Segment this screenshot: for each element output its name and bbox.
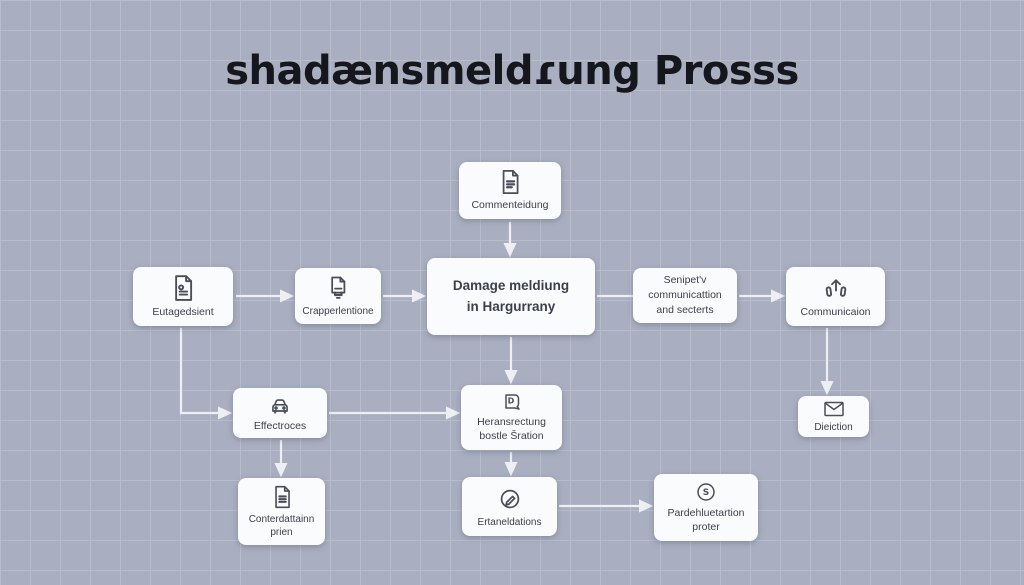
- node-label-line1: Pardehluetartion: [667, 507, 745, 520]
- document-lines-icon: [274, 485, 290, 509]
- node-label: Commenteidung: [471, 199, 549, 212]
- document-seal-icon: [175, 275, 193, 301]
- node-pardehluetartion: S Pardehluetartion proter: [654, 474, 758, 541]
- node-crapperlentione: Crapperlentione: [295, 268, 381, 324]
- photo-card-icon: D: [504, 394, 520, 411]
- node-effectroces: Effectroces: [233, 388, 327, 438]
- node-label: Eutagedsient: [152, 306, 214, 319]
- node-dieiction: Dieiction: [798, 396, 869, 437]
- node-label-line2: bostle Šration: [479, 430, 544, 442]
- node-commenteidung: Commenteidung: [459, 162, 561, 219]
- node-label: Communicaion: [800, 306, 871, 319]
- page-title: shadænsmeldɾung Prosss: [225, 48, 799, 94]
- photo-card-glyph: D: [507, 397, 514, 406]
- node-label-line1: Senipet'v: [663, 273, 707, 286]
- pen-circle-icon: [500, 489, 519, 508]
- node-label-line1: Damage meldiung: [452, 277, 570, 293]
- currency-circle-icon: S: [697, 483, 715, 502]
- node-communicaion: Communicaion: [786, 267, 885, 326]
- node-label: Crapperlentione: [302, 306, 374, 317]
- node-label-line2: prien: [270, 527, 293, 538]
- node-damage-meldung: Damage meldiung in Hargurrany: [427, 258, 595, 335]
- node-label-line1: Heransrectung: [477, 416, 546, 429]
- currency-glyph: S: [703, 489, 709, 499]
- node-label: Ertaneldations: [477, 516, 542, 528]
- node-heransrectung: D Heransrectung bostle Šration: [461, 385, 562, 450]
- node-conterdattainn: Conterdattainn prien: [238, 478, 325, 545]
- envelope-icon: [823, 401, 844, 416]
- node-label-line2: proter: [692, 521, 720, 533]
- share-box-icon: [825, 279, 846, 297]
- arrow-eutagedsient-to-effectroces: [179, 328, 233, 420]
- car-icon: [272, 398, 288, 414]
- node-label-line1: Conterdattainn: [248, 514, 315, 525]
- node-ertaneldations: Ertaneldations: [462, 477, 557, 536]
- document-monitor-icon: [331, 276, 346, 299]
- document-lines-icon: [502, 170, 519, 195]
- node-label: Effectroces: [253, 419, 307, 432]
- node-label-line3: and secterts: [656, 304, 714, 317]
- node-label: Dieiction: [814, 421, 853, 433]
- node-senspetv: Senipet'v communicattion and secterts: [633, 268, 737, 323]
- node-eutagedsient: Eutagedsient: [133, 267, 233, 326]
- node-label-line2: in Hargurrany: [466, 298, 556, 314]
- node-label-line2: communicattion: [648, 288, 722, 301]
